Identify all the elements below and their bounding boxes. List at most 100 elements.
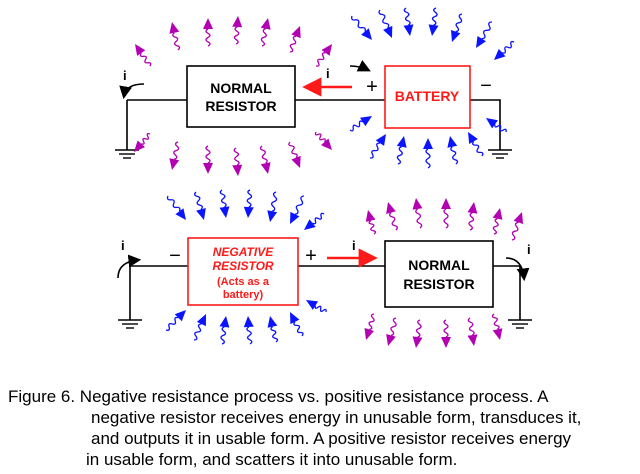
top-current-mid-label: i [326,66,330,81]
incoming-energy-arrow [501,40,515,54]
outgoing-energy-arrow [390,317,397,337]
top-current-battery-arrow [349,59,371,72]
incoming-energy-arrowhead [304,219,316,230]
incoming-energy-arrowhead [361,28,372,40]
top-normal-resistor [186,65,296,128]
outgoing-energy-arrowhead [134,140,145,152]
top-wire [126,99,501,150]
incoming-energy-arrowhead [403,24,414,36]
top-plus-sign: + [366,76,378,98]
incoming-energy-arrow [350,15,366,32]
incoming-energy-arrowhead [494,48,506,60]
incoming-energy-arrow [165,316,179,331]
outgoing-energy-arrowhead [467,202,478,214]
bottom-ground-right [508,319,532,329]
incoming-energy-arrow [270,191,278,212]
bottom-plus-sign: + [305,245,317,267]
incoming-energy-arrow [246,326,253,345]
incoming-energy-arrow [293,321,304,337]
incoming-energy-arrowhead [468,132,478,144]
outgoing-energy-arrowhead [492,328,503,340]
outgoing-energy-arrow [172,32,181,51]
outgoing-energy-arrowhead [203,18,213,29]
incoming-energy-arrowhead [290,211,300,224]
bottom-minus-sign: − [169,245,181,267]
incoming-energy-arrowhead [486,118,498,129]
incoming-energy-arrowhead [423,138,433,149]
incoming-energy-arrowhead [306,300,318,310]
neg-label-1: NEGATIVE [213,245,274,259]
top-ground-right [488,149,512,159]
outgoing-energy-arrow [233,147,240,166]
incoming-energy-arrowhead [243,206,254,218]
outgoing-energy-arrowhead [386,334,396,346]
outgoing-energy-arrow [289,35,297,53]
incoming-energy-arrowhead [219,316,230,328]
caption-line-3: and outputs it in usable form. A positiv… [91,429,572,448]
incoming-energy-arrowhead [428,24,439,36]
top-resistor-label-1: NORMAL [210,80,272,96]
outgoing-energy-arrow [259,145,268,164]
incoming-energy-arrowhead [175,208,186,220]
outgoing-energy-arrowhead [203,163,213,174]
outgoing-energy-arrowhead [412,336,423,348]
top-minus-sign: − [480,75,492,97]
caption-line-1: Figure 6. Negative resistance process vs… [8,387,549,406]
bottom-ground-left [118,319,142,329]
incoming-energy-arrowhead [267,210,278,222]
outgoing-energy-arrowhead [386,202,396,214]
incoming-energy-arrow [220,326,227,345]
incoming-energy-arrowhead [447,136,458,148]
incoming-energy-arrow [472,141,484,157]
outgoing-energy-arrow [415,208,423,229]
incoming-energy-arrowhead [267,316,278,328]
outgoing-energy-arrow [368,220,377,235]
incoming-energy-arrowhead [476,36,486,48]
outgoing-energy-arrow [511,221,519,241]
bottom-circuit: NEGATIVE RESISTOR (Acts as a battery) − … [117,237,532,329]
bottom-resistor-label-2: RESISTOR [403,276,474,292]
outgoing-energy-arrow [443,208,449,229]
outgoing-energy-arrow [233,26,240,45]
neg-label-3: (Acts as a [217,276,270,288]
bottom-current-left-arrow [117,254,142,279]
outgoing-energy-arrow [443,319,449,338]
caption-line-4: in usable form, and scatters it into unu… [86,450,458,469]
outgoing-energy-arrowhead [441,198,451,209]
incoming-energy-arrow [396,146,403,165]
outgoing-energy-arrow [368,313,375,331]
top-resistor-label-2: RESISTOR [205,98,276,114]
outgoing-energy-arrowhead [365,210,376,222]
bottom-resistor-label-1: NORMAL [408,257,470,273]
outgoing-energy-arrow [492,218,499,235]
neg-label-2: RESISTOR [212,259,273,273]
battery-box [384,65,471,129]
outgoing-energy-arrowhead [321,44,332,56]
outgoing-energy-arrow [288,141,298,159]
outgoing-energy-arrowhead [291,26,301,39]
bottom-normal-resistor [384,240,494,308]
top-current-left-label: i [123,68,127,83]
outgoing-energy-arrowhead [169,158,180,170]
outgoing-energy-arrowhead [169,22,180,34]
outgoing-energy-arrow [205,145,211,164]
bottom-wire [129,265,521,320]
energy-arrows [134,7,523,348]
bottom-current-mid-label: i [352,238,356,253]
incoming-energy-arrow [294,195,305,215]
incoming-energy-arrowhead [219,206,230,218]
outgoing-energy-arrowhead [232,164,243,176]
incoming-energy-arrowhead [360,116,372,127]
outgoing-energy-arrowhead [135,44,146,56]
incoming-energy-arrow [481,21,493,40]
negative-resistor-box [187,237,299,306]
incoming-energy-arrowhead [174,310,186,322]
incoming-energy-arrowhead [196,208,206,220]
incoming-energy-arrow [314,305,327,313]
incoming-energy-arrow [425,148,431,169]
outgoing-energy-arrow [260,28,267,47]
incoming-energy-arrow [450,146,459,165]
outgoing-energy-arrow [468,212,475,231]
figure-caption: Figure 6. Negative resistance process vs… [0,386,640,474]
